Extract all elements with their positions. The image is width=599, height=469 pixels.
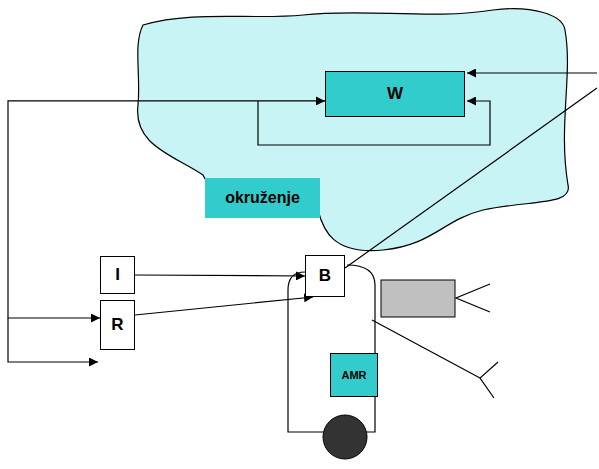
node-label: AMR <box>341 369 366 381</box>
world-box: W <box>325 71 465 117</box>
bus-arrow <box>8 318 98 362</box>
input-arrow <box>467 72 597 73</box>
robot-label-box: AMR <box>330 353 378 397</box>
controller-box: R <box>100 300 135 350</box>
environment-cloud: okruženje W <box>133 5 573 257</box>
input-box: I <box>100 256 135 294</box>
behavior-box: B <box>305 255 345 297</box>
signal-arrow <box>8 101 325 318</box>
cloud-outline <box>133 5 573 257</box>
sensor-box <box>381 280 455 317</box>
signal-arrow <box>135 275 305 276</box>
region-label: okruženje <box>225 189 300 207</box>
robot-wheel <box>323 415 367 459</box>
node-label: B <box>319 267 331 286</box>
sensor-beam <box>456 284 490 312</box>
node-label: W <box>387 85 403 104</box>
robot-body <box>288 265 375 432</box>
cloud-label-box: okruženje <box>205 178 320 218</box>
node-label: I <box>115 266 120 285</box>
node-label: R <box>111 316 123 335</box>
gripper-arm <box>372 320 498 398</box>
signal-arrow <box>135 297 313 315</box>
feedback-loop <box>258 101 490 145</box>
link-line <box>345 88 597 268</box>
